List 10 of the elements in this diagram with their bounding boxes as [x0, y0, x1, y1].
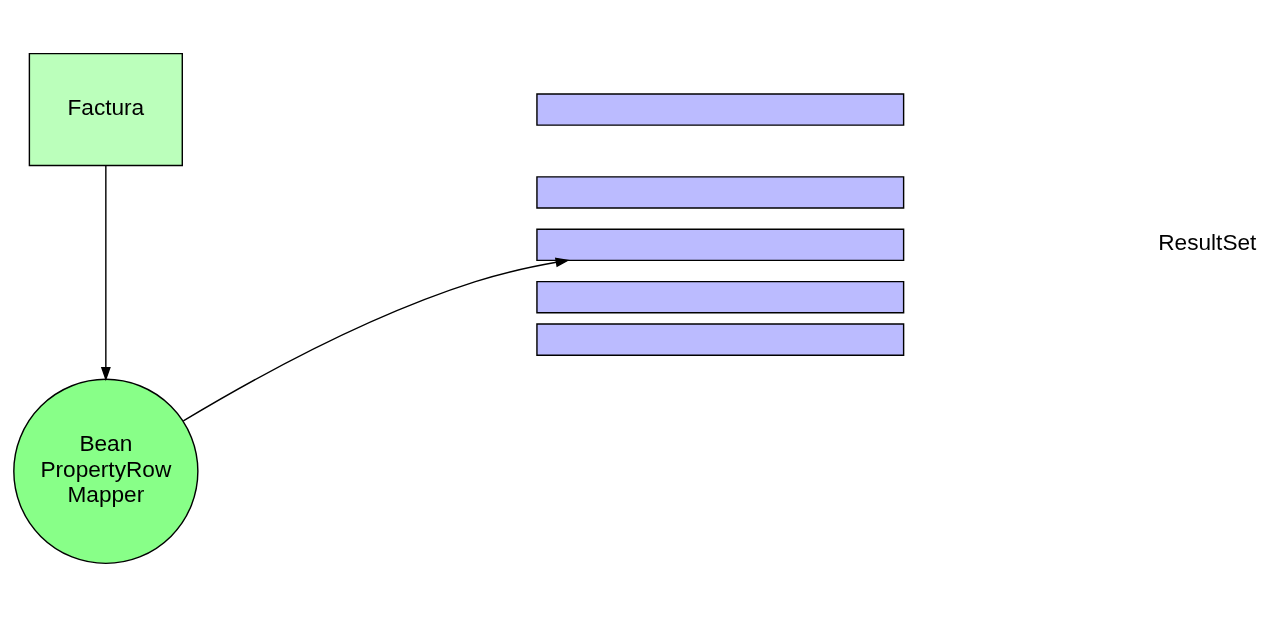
- node-box: Factura: [28, 52, 183, 167]
- arrow: [182, 257, 570, 422]
- node-bar: [536, 228, 905, 262]
- node-bar: [536, 323, 905, 356]
- node-circle: Bean PropertyRow Mapper: [13, 378, 199, 565]
- label: ResultSet: [1158, 229, 1257, 256]
- node-bar: [536, 280, 905, 314]
- node-bar: [536, 93, 905, 126]
- node-bar: [536, 176, 905, 209]
- arrow: [100, 165, 111, 382]
